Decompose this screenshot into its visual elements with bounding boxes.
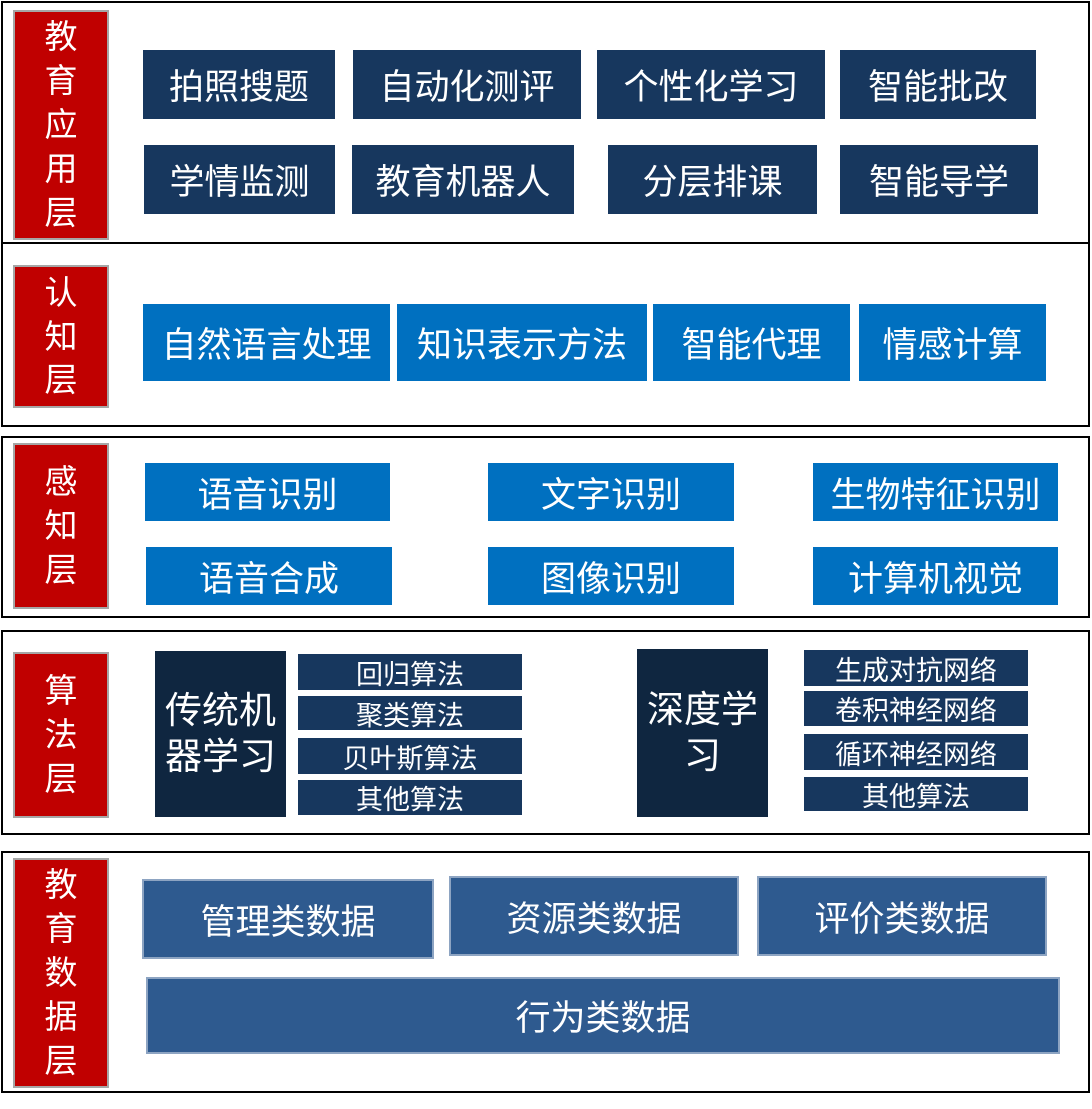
app-item-personalized-learning: 个性化学习 <box>597 50 825 119</box>
application-layer: 教育应用层 拍照搜题 自动化测评 个性化学习 智能批改 学情监测 教育机器人 分… <box>1 1 1090 244</box>
app-item-smart-guidance: 智能导学 <box>840 145 1038 214</box>
data-layer-label: 教育数据层 <box>13 858 109 1088</box>
cognition-layer-label-text: 认知层 <box>44 272 78 400</box>
trad-item-other: 其他算法 <box>298 780 522 815</box>
algorithm-layer: 算法层 传统机器学习 回归算法 聚类算法 贝叶斯算法 其他算法 深度学习 生成对… <box>1 630 1090 835</box>
app-item-smart-grading: 智能批改 <box>840 50 1036 119</box>
trad-item-bayesian: 贝叶斯算法 <box>298 738 522 774</box>
data-layer-label-text: 教育数据层 <box>44 865 78 1080</box>
trad-item-clustering: 聚类算法 <box>298 696 522 730</box>
application-layer-label-text: 教育应用层 <box>44 17 78 232</box>
data-item-evaluation: 评价类数据 <box>757 876 1047 956</box>
perc-item-text-recognition: 文字识别 <box>488 463 734 521</box>
cog-item-nlp: 自然语言处理 <box>143 304 390 381</box>
deep-item-cnn: 卷积神经网络 <box>804 691 1028 726</box>
cog-item-knowledge-representation: 知识表示方法 <box>397 304 647 381</box>
data-item-resource: 资源类数据 <box>449 876 739 956</box>
algorithm-layer-label: 算法层 <box>13 652 109 818</box>
trad-item-regression: 回归算法 <box>298 654 522 690</box>
traditional-ml-block: 传统机器学习 <box>155 651 286 817</box>
cognition-layer-label: 认知层 <box>13 265 109 408</box>
deep-item-rnn: 循环神经网络 <box>804 734 1028 770</box>
app-item-education-robot: 教育机器人 <box>352 145 574 214</box>
algorithm-layer-label-text: 算法层 <box>44 671 78 798</box>
perception-layer-label: 感知层 <box>13 443 109 609</box>
deep-item-gan: 生成对抗网络 <box>804 650 1028 686</box>
cog-item-intelligent-agent: 智能代理 <box>653 304 850 381</box>
deep-learning-block: 深度学习 <box>637 649 768 817</box>
deep-item-other: 其他算法 <box>804 777 1028 811</box>
app-item-auto-assessment: 自动化测评 <box>353 50 581 119</box>
cognition-layer: 认知层 自然语言处理 知识表示方法 智能代理 情感计算 <box>1 242 1090 427</box>
perception-layer: 感知层 语音识别 文字识别 生物特征识别 语音合成 图像识别 计算机视觉 <box>1 436 1090 618</box>
deep-learning-title: 深度学习 <box>646 687 758 777</box>
app-item-photo-search: 拍照搜题 <box>143 50 335 119</box>
perc-item-computer-vision: 计算机视觉 <box>813 547 1058 605</box>
app-item-learning-monitoring: 学情监测 <box>144 145 335 214</box>
cog-item-affective-computing: 情感计算 <box>859 304 1046 381</box>
perc-item-speech-synthesis: 语音合成 <box>146 547 392 605</box>
data-item-behavior: 行为类数据 <box>146 977 1060 1054</box>
perc-item-image-recognition: 图像识别 <box>488 547 734 605</box>
traditional-ml-title: 传统机器学习 <box>164 688 276 778</box>
perception-layer-label-text: 感知层 <box>44 462 78 589</box>
data-layer: 教育数据层 管理类数据 资源类数据 评价类数据 行为类数据 <box>1 851 1090 1093</box>
app-item-layered-scheduling: 分层排课 <box>608 145 817 214</box>
perc-item-speech-recognition: 语音识别 <box>145 463 390 521</box>
data-item-management: 管理类数据 <box>142 879 434 959</box>
application-layer-label: 教育应用层 <box>13 10 109 240</box>
perc-item-biometric-recognition: 生物特征识别 <box>813 463 1058 521</box>
